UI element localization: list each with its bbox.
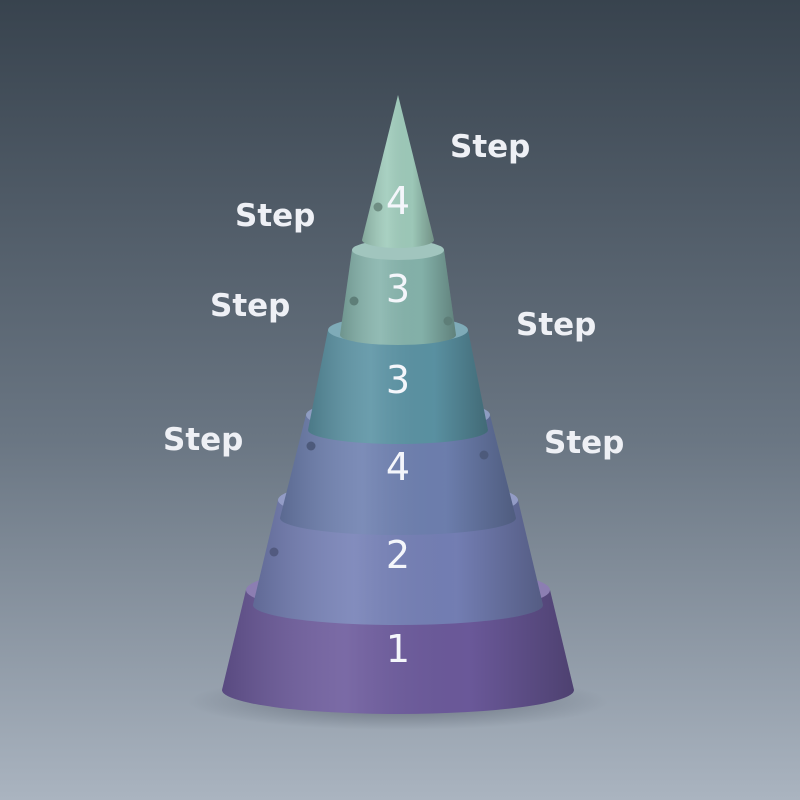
step-label: Step bbox=[210, 288, 290, 324]
step-label: Step bbox=[163, 422, 243, 458]
pyramid-tier-6: 4 bbox=[362, 95, 434, 248]
tier-stud bbox=[306, 441, 316, 451]
step-label: Step bbox=[235, 198, 315, 234]
tier-number-label: 4 bbox=[386, 445, 410, 489]
tier-side-shading bbox=[308, 330, 488, 444]
tier-stud bbox=[443, 316, 453, 326]
tier-number-label: 3 bbox=[386, 358, 410, 402]
tier-side-shading bbox=[222, 590, 574, 714]
tier-stud bbox=[479, 450, 489, 460]
tier-number-label: 2 bbox=[386, 533, 410, 577]
tier-number-label: 1 bbox=[386, 627, 410, 671]
tier-side-shading bbox=[280, 415, 516, 535]
tier-stud bbox=[349, 296, 359, 306]
step-label: Step bbox=[450, 129, 530, 165]
tier-number-label: 4 bbox=[386, 179, 410, 223]
tier-stud bbox=[269, 547, 279, 557]
pyramid-tier-5: 3 bbox=[340, 240, 456, 345]
tier-number-label: 3 bbox=[386, 267, 410, 311]
tier-stud bbox=[373, 202, 383, 212]
step-label: Step bbox=[516, 307, 596, 343]
tier-side-shading bbox=[340, 250, 456, 345]
step-label: Step bbox=[544, 425, 624, 461]
